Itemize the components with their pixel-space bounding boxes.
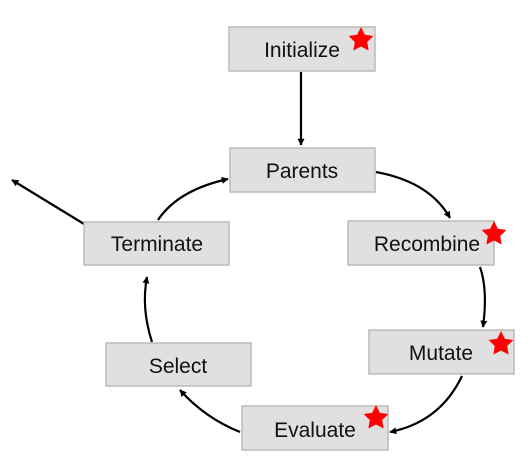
star-icon — [348, 27, 374, 51]
arrow-select-to-terminate — [142, 276, 154, 343]
node-terminate: Terminate — [83, 221, 230, 266]
node-recombine: Recombine — [347, 220, 507, 266]
node-terminate-box — [83, 221, 230, 266]
arrow-terminate-to-parents — [157, 176, 229, 221]
star-icon — [481, 221, 507, 245]
arrow-parents-to-recombine — [375, 170, 451, 219]
node-evaluate-box — [241, 405, 389, 451]
node-mutate-box — [368, 329, 515, 375]
star-icon — [488, 331, 514, 355]
node-parents-box — [229, 147, 376, 193]
node-select-label: Select — [149, 355, 208, 378]
star-icon — [363, 405, 389, 429]
node-mutate-label: Mutate — [409, 342, 473, 365]
node-recombine-label: Recombine — [374, 233, 480, 256]
node-terminate-label: Terminate — [111, 233, 203, 256]
node-evaluate: Evaluate — [241, 405, 389, 451]
node-initialize: Initialize — [228, 26, 376, 72]
node-mutate: Mutate — [368, 329, 515, 375]
node-select-box — [105, 342, 252, 387]
edges — [11, 72, 488, 435]
node-initialize-box — [228, 26, 376, 72]
node-parents-label: Parents — [266, 160, 338, 183]
arrow-terminate-exit — [11, 179, 85, 225]
node-initialize-label: Initialize — [264, 39, 340, 62]
node-select: Select — [105, 342, 252, 387]
node-parents: Parents — [229, 147, 376, 193]
arrow-recombine-to-mutate — [478, 266, 488, 328]
arrow-evaluate-to-select — [179, 389, 241, 434]
node-evaluate-label: Evaluate — [274, 419, 356, 442]
arrow-mutate-to-evaluate — [389, 375, 463, 435]
node-recombine-box — [347, 220, 495, 266]
